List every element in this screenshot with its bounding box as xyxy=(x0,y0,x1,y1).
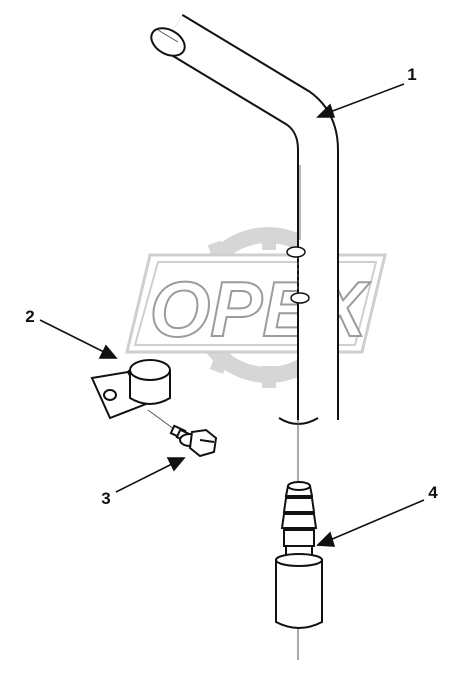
bolt xyxy=(147,409,218,458)
barbed-fitting xyxy=(275,481,323,629)
callout-2: 2 xyxy=(25,307,34,326)
p-clamp xyxy=(90,359,171,420)
callout-3: 3 xyxy=(101,489,110,508)
callout-leaders xyxy=(39,83,425,547)
tube-centerline xyxy=(157,29,299,660)
callout-4: 4 xyxy=(428,483,438,502)
callout-1: 1 xyxy=(407,65,416,84)
tube-hole-lower xyxy=(290,292,310,304)
tube-hole-upper xyxy=(286,246,306,258)
bent-tube xyxy=(150,14,339,425)
